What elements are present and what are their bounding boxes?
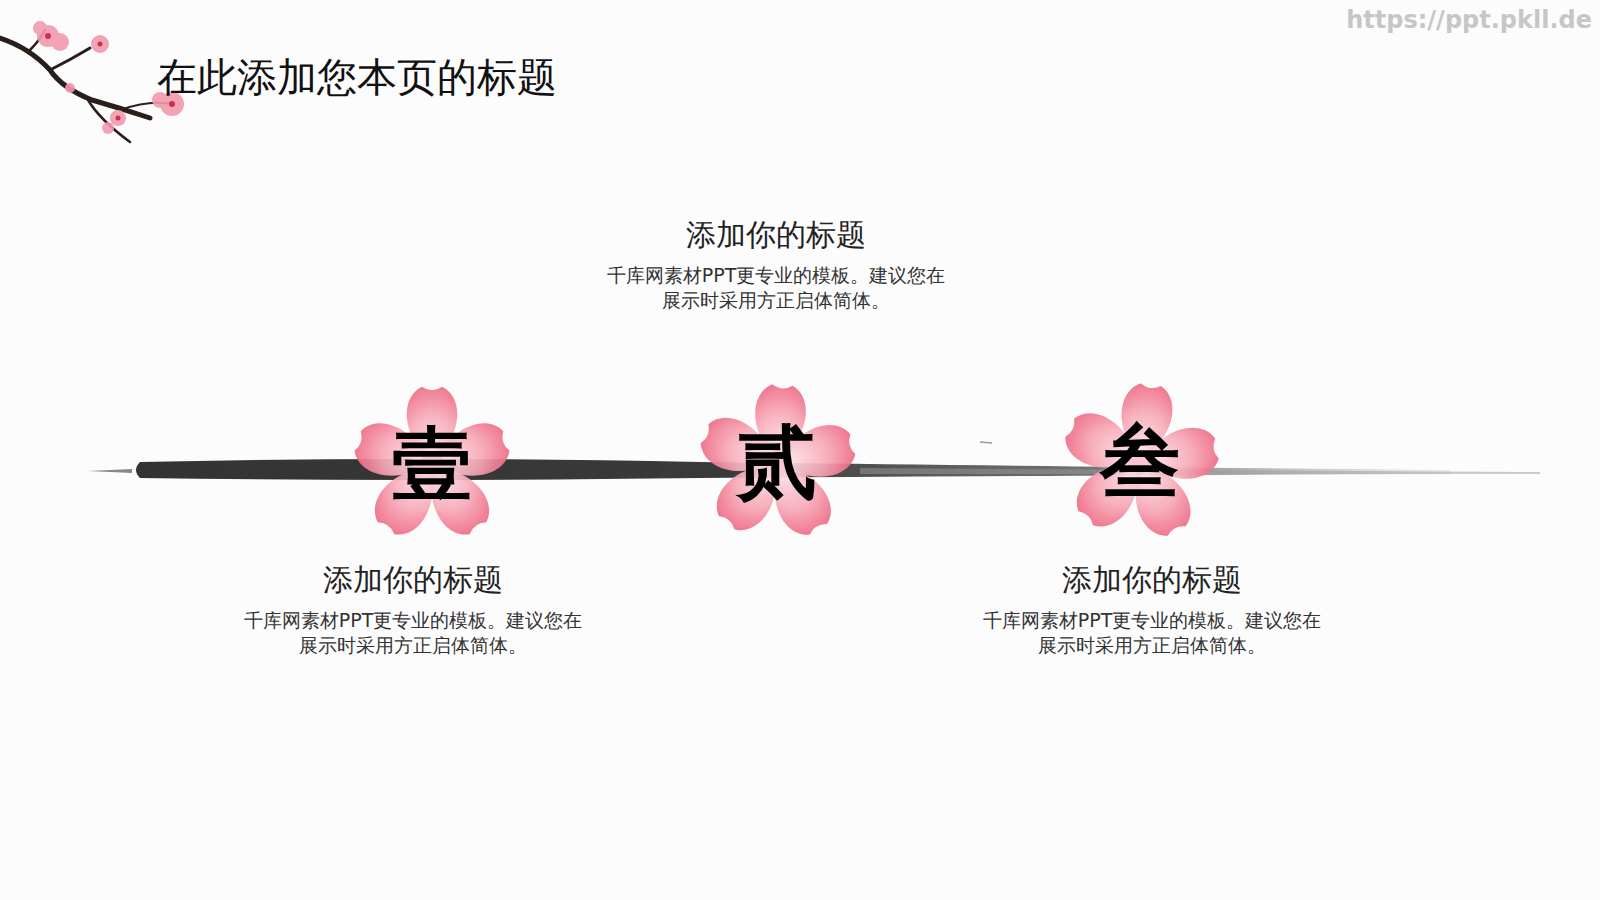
flower-node: 壹 xyxy=(347,380,517,550)
block-heading: 添加你的标题 xyxy=(546,215,1006,254)
ordinal-character: 壹 xyxy=(347,380,517,550)
slide-title: 在此添加您本页的标题 xyxy=(157,50,557,105)
watermark: https://ppt.pkll.de xyxy=(1346,6,1592,34)
block-body: 千库网素材PPT更专业的模板。建议您在 展示时采用方正启体简体。 xyxy=(183,608,643,657)
block-body: 千库网素材PPT更专业的模板。建议您在 展示时采用方正启体简体。 xyxy=(546,263,1006,312)
block-body: 千库网素材PPT更专业的模板。建议您在 展示时采用方正启体简体。 xyxy=(922,608,1382,657)
block-heading: 添加你的标题 xyxy=(922,560,1382,599)
flower-node: 叁 xyxy=(1055,377,1225,547)
flower-node: 贰 xyxy=(692,378,862,548)
ordinal-character: 贰 xyxy=(692,378,862,548)
block-heading: 添加你的标题 xyxy=(183,560,643,599)
ordinal-character: 叁 xyxy=(1055,377,1225,547)
plum-branch xyxy=(0,30,170,142)
